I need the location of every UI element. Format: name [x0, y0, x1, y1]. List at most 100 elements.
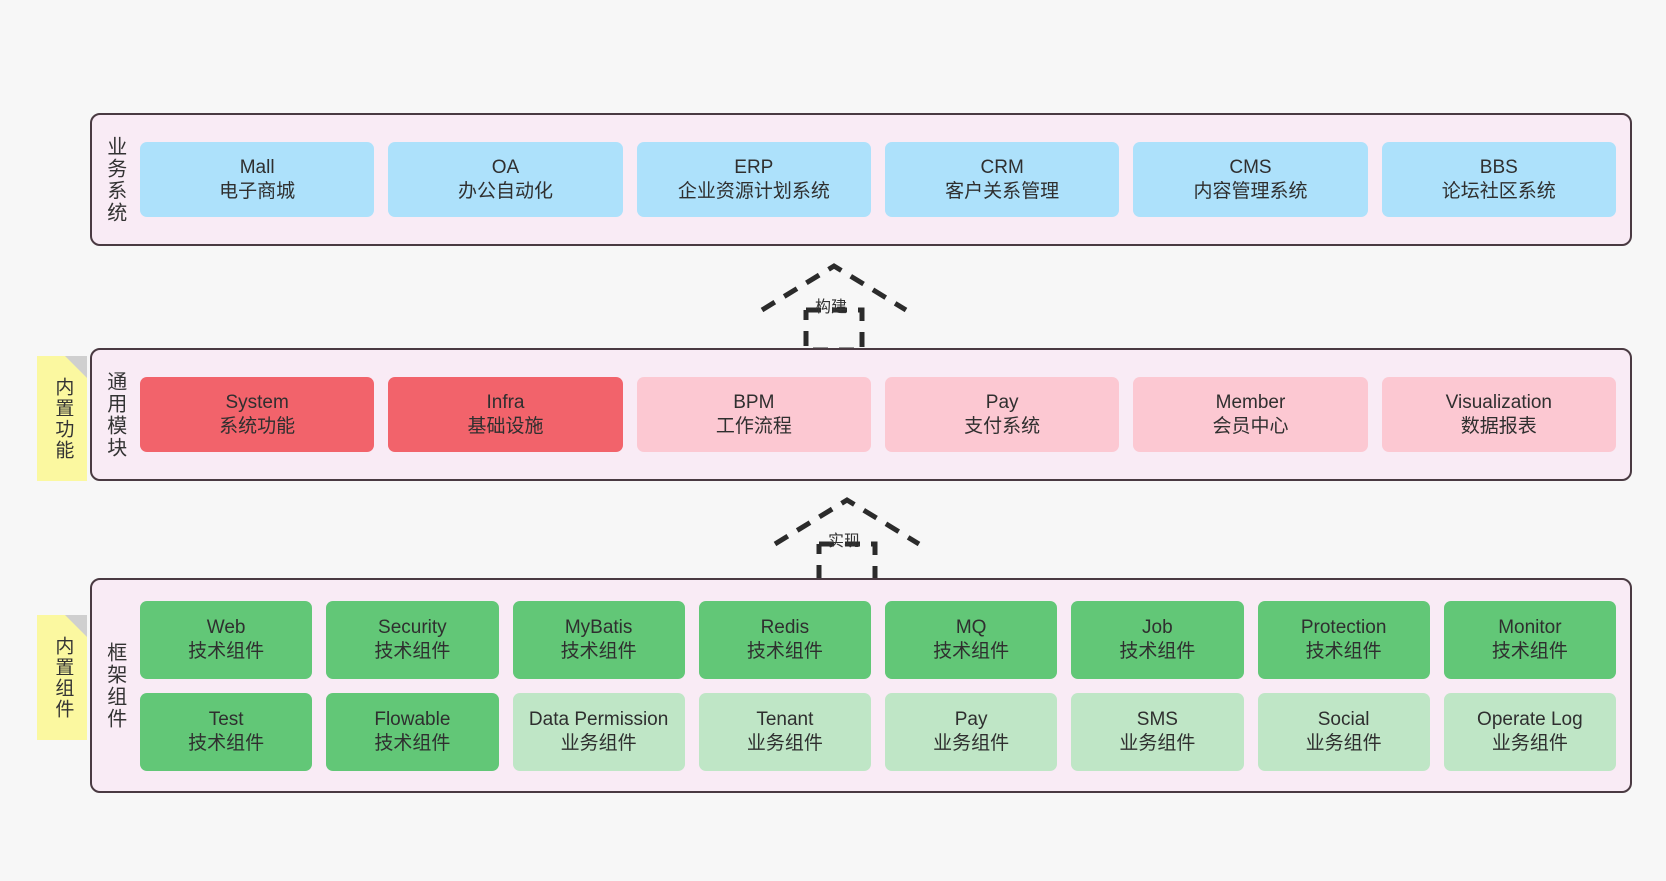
module-bpm-title: BPM: [733, 392, 775, 414]
layer-business-systems-label: 业务系统: [103, 135, 126, 224]
module-mall[interactable]: Mall 电子商城: [140, 142, 375, 217]
module-system-title: System: [225, 392, 289, 414]
connector-implement-arrowhead: [773, 497, 921, 547]
component-operate-log-subtitle: 业务组件: [1491, 732, 1568, 754]
component-social-title: Social: [1317, 709, 1370, 731]
module-member[interactable]: Member 会员中心: [1133, 377, 1368, 452]
connector-build-label: 构建: [815, 299, 848, 316]
module-pay-subtitle: 支付系统: [964, 415, 1041, 437]
note-builtin-function-label: 内置功能: [52, 376, 74, 461]
component-monitor[interactable]: Monitor 技术组件: [1443, 600, 1616, 679]
component-mq[interactable]: MQ 技术组件: [885, 600, 1058, 679]
component-sms-subtitle: 业务组件: [1119, 732, 1196, 754]
module-cms[interactable]: CMS 内容管理系统: [1133, 142, 1368, 217]
component-monitor-title: Monitor: [1498, 617, 1562, 639]
module-member-title: Member: [1215, 392, 1286, 414]
layer-business-systems: 业务系统 Mall 电子商城 OA 办公自动化 ERP 企业资源计划系统 CRM…: [90, 113, 1632, 246]
note-fold-icon: [65, 615, 87, 637]
component-tenant-title: Tenant: [756, 709, 814, 731]
module-cms-subtitle: 内容管理系统: [1193, 180, 1308, 202]
component-tenant[interactable]: Tenant 业务组件: [698, 692, 871, 771]
module-crm[interactable]: CRM 客户关系管理: [884, 142, 1120, 217]
component-flowable-title: Flowable: [374, 709, 451, 731]
component-security-subtitle: 技术组件: [374, 640, 451, 662]
connector-implement: 实现: [773, 496, 921, 587]
layer-business-systems-row: Mall 电子商城 OA 办公自动化 ERP 企业资源计划系统 CRM 客户关系…: [140, 142, 1616, 217]
layer-common-modules: 通用模块 System 系统功能 Infra 基础设施 BPM 工作流程 Pay…: [90, 348, 1632, 481]
module-visualization[interactable]: Visualization 数据报表: [1381, 377, 1616, 452]
component-mq-subtitle: 技术组件: [933, 640, 1010, 662]
component-mybatis[interactable]: MyBatis 技术组件: [512, 600, 685, 679]
component-web-title: Web: [206, 617, 246, 639]
component-mybatis-title: MyBatis: [564, 617, 633, 639]
module-erp-subtitle: 企业资源计划系统: [677, 180, 830, 202]
component-pay-title: Pay: [954, 709, 988, 731]
note-builtin-component-label: 内置组件: [52, 635, 74, 720]
component-data-permission[interactable]: Data Permission 业务组件: [512, 692, 685, 771]
module-erp[interactable]: ERP 企业资源计划系统: [636, 142, 871, 217]
module-system-subtitle: 系统功能: [219, 415, 296, 437]
connector-implement-label: 实现: [828, 533, 861, 550]
component-security-title: Security: [378, 617, 447, 639]
component-operate-log[interactable]: Operate Log 业务组件: [1443, 692, 1616, 771]
module-system[interactable]: System 系统功能: [140, 377, 375, 452]
framework-business-row: Test 技术组件 Flowable 技术组件 Data Permission …: [140, 692, 1616, 771]
module-crm-subtitle: 客户关系管理: [945, 180, 1060, 202]
module-visualization-title: Visualization: [1445, 392, 1552, 414]
layer-common-modules-row: System 系统功能 Infra 基础设施 BPM 工作流程 Pay 支付系统…: [140, 377, 1616, 452]
note-fold-icon: [65, 356, 87, 378]
module-bbs-title: BBS: [1479, 157, 1518, 179]
connector-build-arrow: [760, 263, 908, 353]
component-redis[interactable]: Redis 技术组件: [698, 600, 871, 679]
framework-tech-row: Web 技术组件 Security 技术组件 MyBatis 技术组件 Redi…: [140, 600, 1616, 679]
layer-framework-components: 框架组件 Web 技术组件 Security 技术组件 MyBatis 技术组件…: [90, 578, 1632, 793]
layer-business-systems-body: Mall 电子商城 OA 办公自动化 ERP 企业资源计划系统 CRM 客户关系…: [136, 115, 1630, 244]
component-social-subtitle: 业务组件: [1305, 732, 1382, 754]
module-bbs[interactable]: BBS 论坛社区系统: [1381, 142, 1616, 217]
component-sms[interactable]: SMS 业务组件: [1071, 692, 1244, 771]
component-job-title: Job: [1142, 617, 1173, 639]
layer-common-modules-label: 通用模块: [103, 370, 126, 459]
layer-common-modules-body: System 系统功能 Infra 基础设施 BPM 工作流程 Pay 支付系统…: [136, 350, 1630, 479]
module-bbs-subtitle: 论坛社区系统: [1441, 180, 1556, 202]
module-erp-title: ERP: [734, 157, 774, 179]
component-web-subtitle: 技术组件: [188, 640, 265, 662]
module-infra-title: Infra: [486, 392, 525, 414]
component-flowable[interactable]: Flowable 技术组件: [326, 692, 499, 771]
component-protection[interactable]: Protection 技术组件: [1257, 600, 1430, 679]
connector-build: 构建: [760, 262, 908, 353]
connector-implement-shaft: [816, 541, 878, 587]
module-oa[interactable]: OA 办公自动化: [388, 142, 623, 217]
module-bpm-subtitle: 工作流程: [715, 415, 792, 437]
component-test[interactable]: Test 技术组件: [140, 692, 313, 771]
component-pay[interactable]: Pay 业务组件: [885, 692, 1058, 771]
layer-framework-components-body: Web 技术组件 Security 技术组件 MyBatis 技术组件 Redi…: [136, 580, 1630, 791]
component-redis-title: Redis: [760, 617, 810, 639]
connector-build-arrowhead: [760, 263, 908, 313]
component-social[interactable]: Social 业务组件: [1257, 692, 1430, 771]
component-test-title: Test: [208, 709, 244, 731]
component-protection-subtitle: 技术组件: [1305, 640, 1382, 662]
module-infra[interactable]: Infra 基础设施: [388, 377, 623, 452]
module-visualization-subtitle: 数据报表: [1460, 415, 1537, 437]
module-oa-subtitle: 办公自动化: [457, 180, 553, 202]
module-member-subtitle: 会员中心: [1212, 415, 1289, 437]
component-data-permission-title: Data Permission: [528, 709, 669, 731]
component-redis-subtitle: 技术组件: [746, 640, 823, 662]
component-web[interactable]: Web 技术组件: [140, 600, 313, 679]
component-operate-log-title: Operate Log: [1477, 709, 1583, 731]
module-bpm[interactable]: BPM 工作流程: [636, 377, 871, 452]
module-oa-title: OA: [491, 157, 520, 179]
module-pay[interactable]: Pay 支付系统: [884, 377, 1120, 452]
connector-implement-arrow: [773, 497, 921, 587]
component-test-subtitle: 技术组件: [188, 732, 265, 754]
module-infra-subtitle: 基础设施: [467, 415, 544, 437]
component-protection-title: Protection: [1300, 617, 1387, 639]
connector-build-shaft: [803, 307, 865, 353]
note-builtin-function: 内置功能: [37, 356, 87, 481]
module-cms-title: CMS: [1229, 157, 1272, 179]
component-job-subtitle: 技术组件: [1119, 640, 1196, 662]
component-security[interactable]: Security 技术组件: [326, 600, 499, 679]
component-job[interactable]: Job 技术组件: [1071, 600, 1244, 679]
module-mall-title: Mall: [239, 157, 275, 179]
